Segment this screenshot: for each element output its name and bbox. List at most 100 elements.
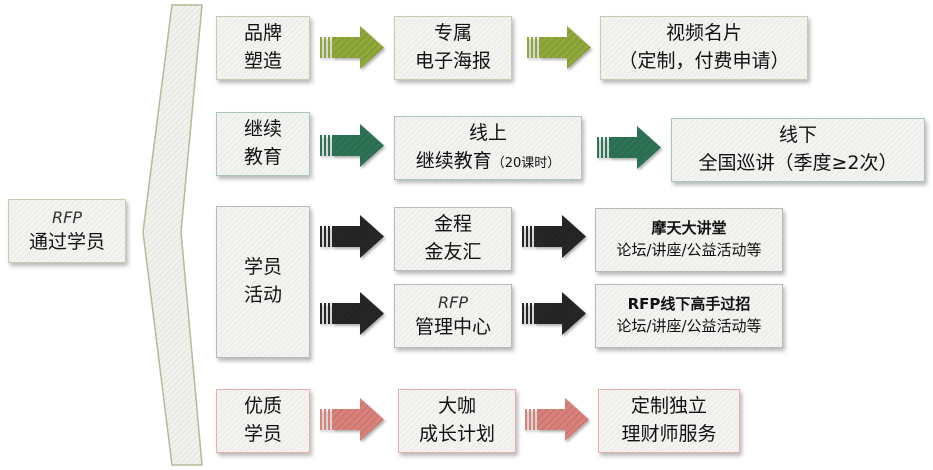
arrow-shape: [527, 26, 591, 69]
arrow-quality-1: [320, 398, 384, 441]
category-brand: 品牌 塑造: [216, 16, 310, 80]
arrow-tail-bar: [320, 135, 322, 156]
arrow-body: [534, 215, 586, 258]
arrow-activities-2: [522, 215, 586, 258]
step-line1: 摩天大讲堂: [651, 219, 727, 238]
step-box: 大咖 成长计划: [398, 389, 516, 453]
arrow-shape: [320, 215, 384, 258]
arrow-tail-bar: [324, 226, 326, 247]
arrow-right-icon: [522, 290, 590, 338]
step-line2: （定制，付费申请）: [618, 50, 790, 72]
step-line2: 管理中心: [414, 315, 491, 338]
arrow-right-icon: [525, 396, 593, 444]
arrow-right-icon: [320, 290, 388, 338]
arrow-right-icon: [320, 24, 388, 72]
arrow-body: [332, 26, 384, 69]
step-box: 金程 金友汇: [394, 207, 512, 271]
source-box: RFP 通过学员: [8, 199, 126, 263]
arrow-shape: [597, 126, 661, 169]
step-line1: 专属: [433, 22, 472, 45]
arrow-shape: [320, 26, 384, 69]
step-box: 视频名片 （定制，付费申请）: [600, 16, 808, 80]
step-line1: 定制独立: [630, 395, 707, 418]
arrow-tail-bar: [597, 137, 599, 158]
step-line2: 全国巡讲（季度≥2次）: [698, 152, 898, 174]
arrow-activities-3: [320, 292, 384, 335]
arrow-tail-bar: [320, 303, 322, 324]
arrow-tail-bar: [328, 135, 330, 156]
arrow-tail-bar: [328, 226, 330, 247]
step-line2: 电子海报: [414, 50, 491, 72]
arrow-tail-bar: [522, 226, 524, 247]
arrow-shape: [522, 215, 586, 258]
arrow-activities-1: [320, 215, 384, 258]
arrow-body: [534, 292, 586, 335]
arrow-right-icon: [527, 24, 595, 72]
category-brand-line1: 品牌: [243, 22, 282, 45]
arrow-brand-1: [320, 26, 384, 69]
category-activities: 学员 活动: [216, 206, 310, 358]
step-box: 线上 继续教育（20课时）: [394, 116, 582, 180]
step-line1: 视频名片: [665, 22, 742, 45]
step-box: RFP线下高手过招 论坛/讲座/公益活动等: [595, 284, 783, 348]
category-quality: 优质 学员: [216, 389, 310, 453]
step-box: RFP 管理中心: [394, 284, 512, 348]
arrow-right-icon: [522, 213, 590, 261]
category-brand-line2: 塑造: [243, 50, 282, 72]
arrow-shape: [320, 398, 384, 441]
arrow-tail-bar: [320, 226, 322, 247]
category-activities-line1: 学员: [243, 256, 282, 279]
arrow-tail-bar: [324, 303, 326, 324]
step-line2: 成长计划: [418, 423, 495, 445]
step-line1: 线下: [778, 124, 817, 147]
arrow-quality-2: [525, 398, 589, 441]
arrow-right-icon: [320, 213, 388, 261]
arrow-shape: [320, 292, 384, 335]
step-box: 摩天大讲堂 论坛/讲座/公益活动等: [595, 208, 783, 272]
arrow-tail-bar: [324, 409, 326, 430]
arrow-tail-bar: [324, 37, 326, 58]
arrow-education-2: [597, 126, 661, 169]
category-quality-line2: 学员: [243, 423, 282, 445]
arrow-body: [332, 292, 384, 335]
arrow-body: [332, 398, 384, 441]
source-label: 通过学员: [28, 230, 105, 253]
arrow-tail-bar: [320, 37, 322, 58]
step-line2: 论坛/讲座/公益活动等: [616, 317, 762, 335]
arrow-tail-bar: [324, 135, 326, 156]
arrow-tail-bar: [526, 303, 528, 324]
step-box: 定制独立 理财师服务: [598, 389, 740, 453]
arrow-right-icon: [597, 124, 665, 172]
step-line1: 大咖: [437, 395, 476, 418]
arrow-education-1: [320, 124, 384, 167]
arrow-tail-bar: [525, 409, 527, 430]
arrow-tail-bar: [535, 37, 537, 58]
arrow-tail-bar: [605, 137, 607, 158]
arrow-body: [332, 124, 384, 167]
step-line2: 继续教育（20课时）: [416, 148, 561, 176]
arrow-shape: [525, 398, 589, 441]
step-line2: 论坛/讲座/公益活动等: [616, 241, 762, 259]
step-line1: RFP线下高手过招: [627, 295, 751, 314]
category-education-line1: 继续: [243, 118, 282, 141]
arrow-tail-bar: [526, 226, 528, 247]
arrow-body: [539, 26, 591, 69]
arrow-brand-2: [527, 26, 591, 69]
category-activities-line2: 活动: [243, 284, 282, 306]
arrow-shape: [522, 292, 586, 335]
arrow-tail-bar: [328, 409, 330, 430]
step-line2: 金友汇: [424, 241, 482, 263]
arrow-body: [537, 398, 589, 441]
arrow-tail-bar: [530, 226, 532, 247]
arrow-tail-bar: [328, 37, 330, 58]
arrow-tail-bar: [533, 409, 535, 430]
step-line1: 线上: [468, 122, 507, 145]
arrow-activities-4: [522, 292, 586, 335]
step-line2: 理财师服务: [621, 423, 717, 445]
source-label-rfp: RFP: [52, 207, 82, 227]
category-quality-line1: 优质: [243, 395, 282, 418]
arrow-shape: [320, 124, 384, 167]
arrow-tail-bar: [522, 303, 524, 324]
arrow-tail-bar: [527, 37, 529, 58]
step-line2-main: 继续教育: [415, 150, 492, 172]
